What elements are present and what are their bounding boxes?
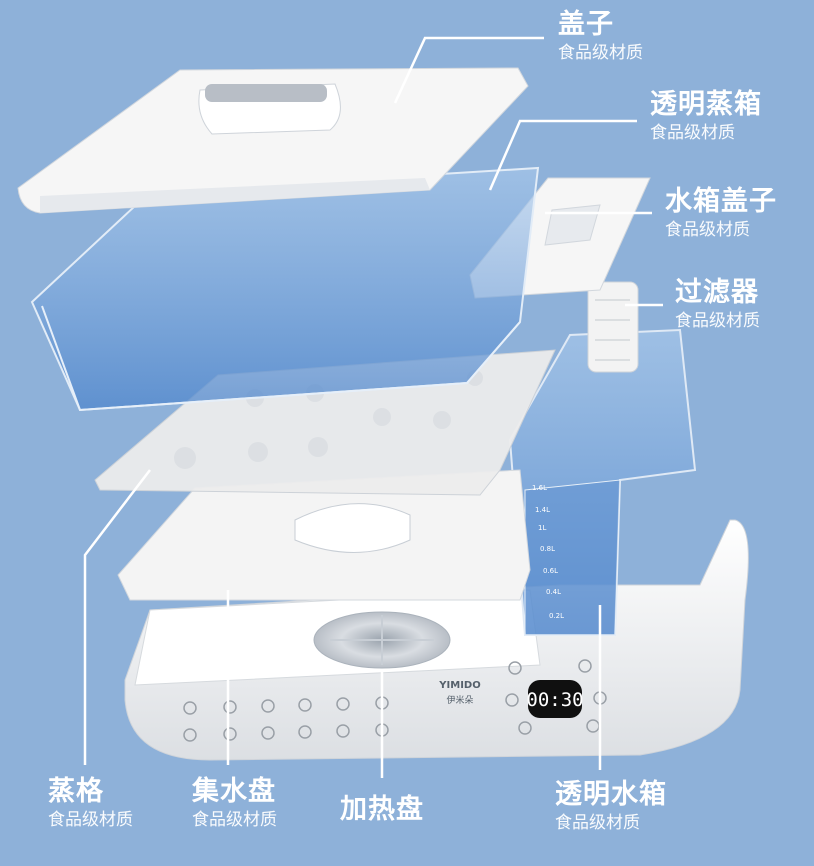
callout-tank-lid-title: 水箱盖子 xyxy=(665,186,777,217)
callout-lid-title: 盖子 xyxy=(558,9,614,40)
svg-text:1.6L: 1.6L xyxy=(532,484,547,492)
svg-text:0.2L: 0.2L xyxy=(549,612,564,620)
callout-filter-title: 过滤器 xyxy=(675,277,759,308)
callout-tank-sub: 食品级材质 xyxy=(555,813,640,833)
callout-heater-title: 加热盘 xyxy=(340,794,424,825)
callout-steam-box-title: 透明蒸箱 xyxy=(650,89,762,120)
display-screen xyxy=(528,680,582,718)
leader-lines xyxy=(83,36,663,778)
timer-display: 00:30 xyxy=(526,689,583,711)
callout-rack-sub: 食品级材质 xyxy=(48,810,133,830)
callout-rack: 蒸格 食品级材质 xyxy=(48,775,133,831)
callout-lid: 盖子 食品级材质 xyxy=(558,8,643,64)
brand-name: 伊米朵 xyxy=(446,694,473,706)
filter-cartridge xyxy=(587,281,639,373)
callout-tank-lid: 水箱盖子 食品级材质 xyxy=(665,185,777,241)
callout-drip-tray-sub: 食品级材质 xyxy=(192,810,277,830)
callout-lid-sub: 食品级材质 xyxy=(558,43,643,63)
callout-filter-sub: 食品级材质 xyxy=(675,311,760,331)
callout-tank-title: 透明水箱 xyxy=(555,779,667,810)
steam-box xyxy=(30,166,540,412)
base-unit: 00:30 YIMIDO 伊米朵 xyxy=(124,519,749,761)
svg-text:1.4L: 1.4L xyxy=(535,506,550,514)
callout-rack-title: 蒸格 xyxy=(48,776,104,807)
callout-steam-box: 透明蒸箱 食品级材质 xyxy=(650,88,762,144)
svg-text:0.6L: 0.6L xyxy=(543,567,558,575)
water-tank: 1.6L 1.4L 1L 0.8L 0.6L 0.4L 0.2L xyxy=(508,328,697,636)
svg-text:0.8L: 0.8L xyxy=(540,545,555,553)
callout-tank-lid-sub: 食品级材质 xyxy=(665,220,750,240)
svg-text:1L: 1L xyxy=(538,524,546,532)
callout-steam-box-sub: 食品级材质 xyxy=(650,123,735,143)
callout-filter: 过滤器 食品级材质 xyxy=(675,276,760,332)
callout-heater: 加热盘 xyxy=(340,793,424,827)
brand-logo: YIMIDO xyxy=(438,680,480,691)
callout-tank: 透明水箱 食品级材质 xyxy=(555,778,667,834)
tank-scale: 1.6L 1.4L 1L 0.8L 0.6L 0.4L 0.2L xyxy=(532,484,564,620)
callout-drip-tray: 集水盘 食品级材质 xyxy=(192,775,277,831)
svg-text:0.4L: 0.4L xyxy=(546,588,561,596)
top-lid xyxy=(17,67,529,214)
callout-drip-tray-title: 集水盘 xyxy=(192,776,276,807)
